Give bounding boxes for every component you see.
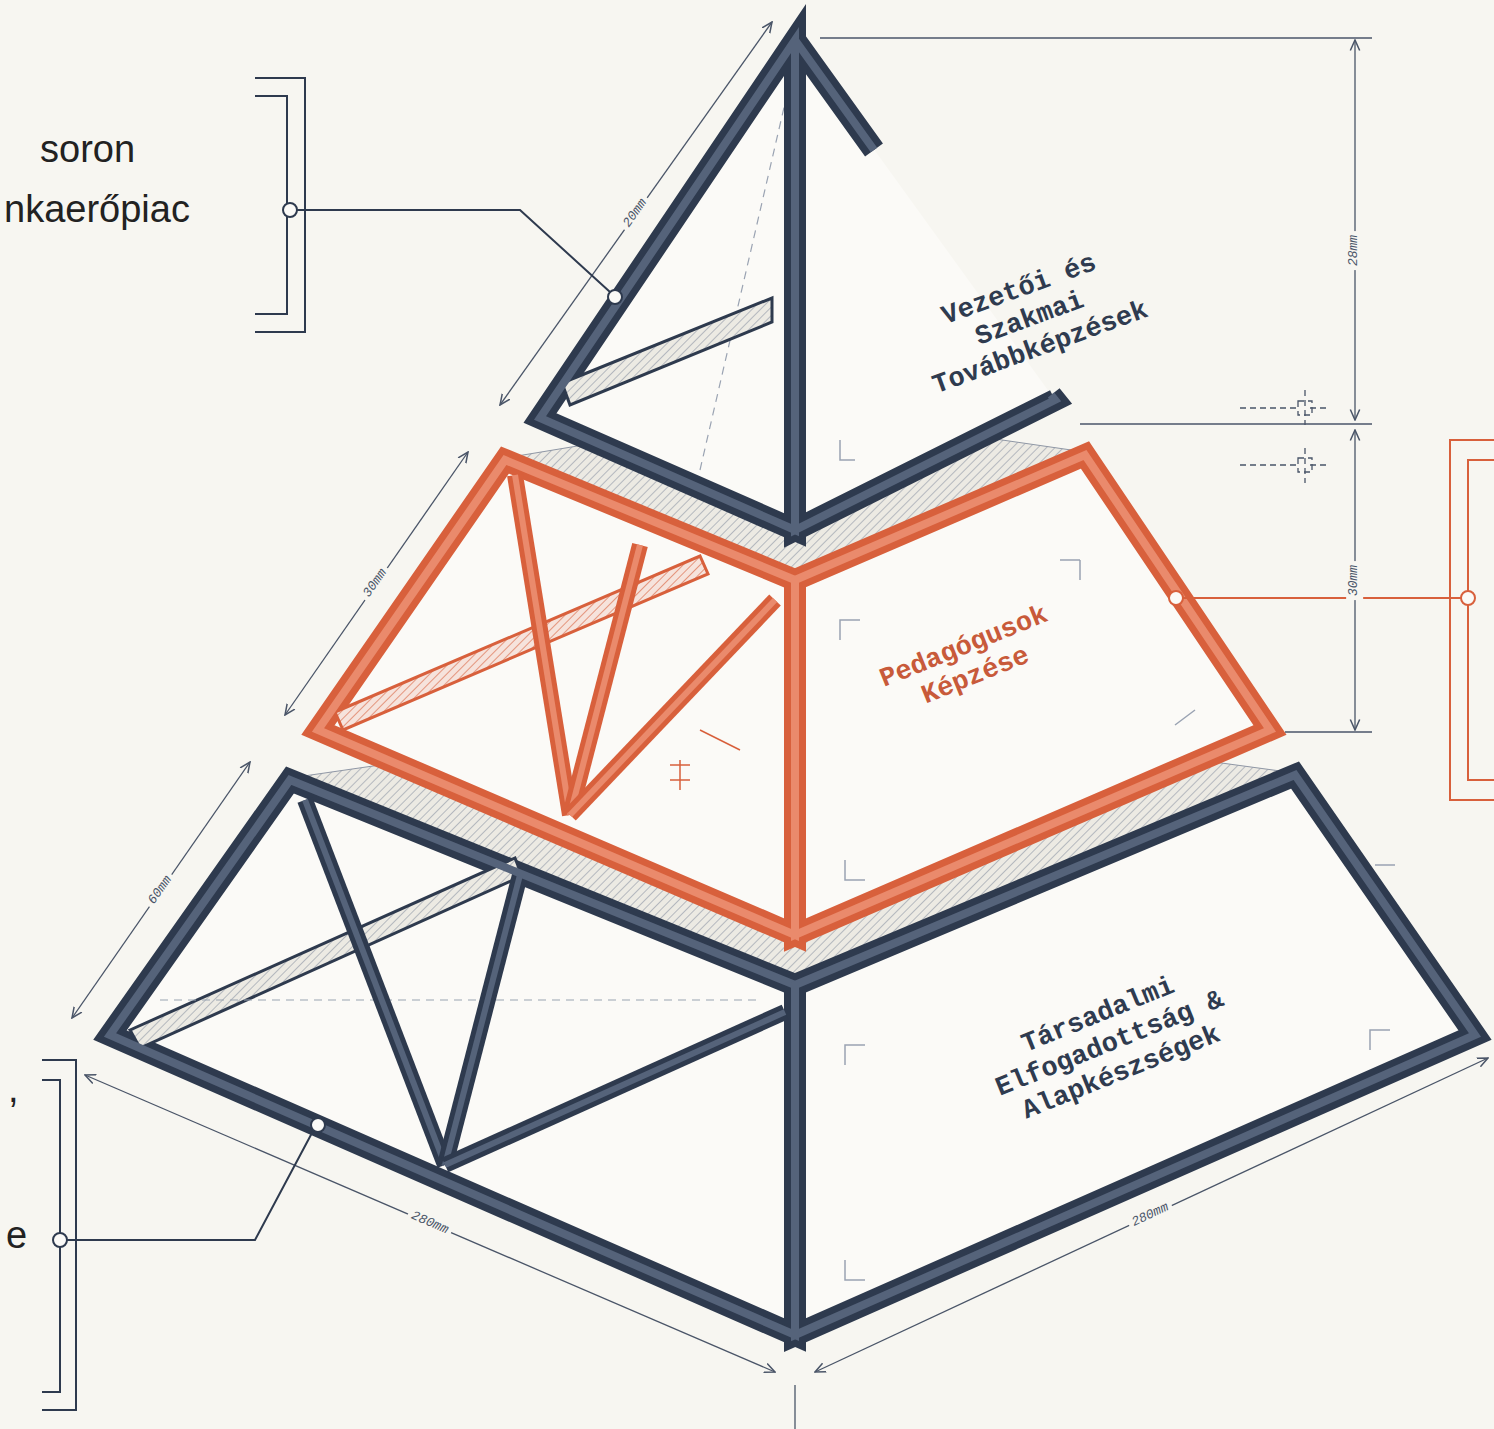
dimension-label: 280mm (1126, 1197, 1176, 1232)
dimension-label: 280mm (405, 1206, 455, 1240)
dimension-label: 28mm (1347, 230, 1364, 269)
dimension-label: 30mm (1347, 560, 1364, 599)
callout-bottom-left (42, 1060, 325, 1410)
dimension-lines (72, 22, 1488, 1429)
callout-text: nkaerőpiac (4, 188, 190, 232)
callout-top-left (255, 78, 622, 332)
dimension-label: 20mm (618, 192, 655, 234)
callout-text: e (6, 1214, 27, 1258)
callout-text: soron (40, 128, 135, 172)
callout-text: , (8, 1068, 19, 1112)
top-tier-frame (540, 40, 1055, 530)
dimension-label: 60mm (143, 869, 179, 911)
callout-right (1169, 440, 1494, 800)
dimension-label: 30mm (358, 562, 394, 604)
